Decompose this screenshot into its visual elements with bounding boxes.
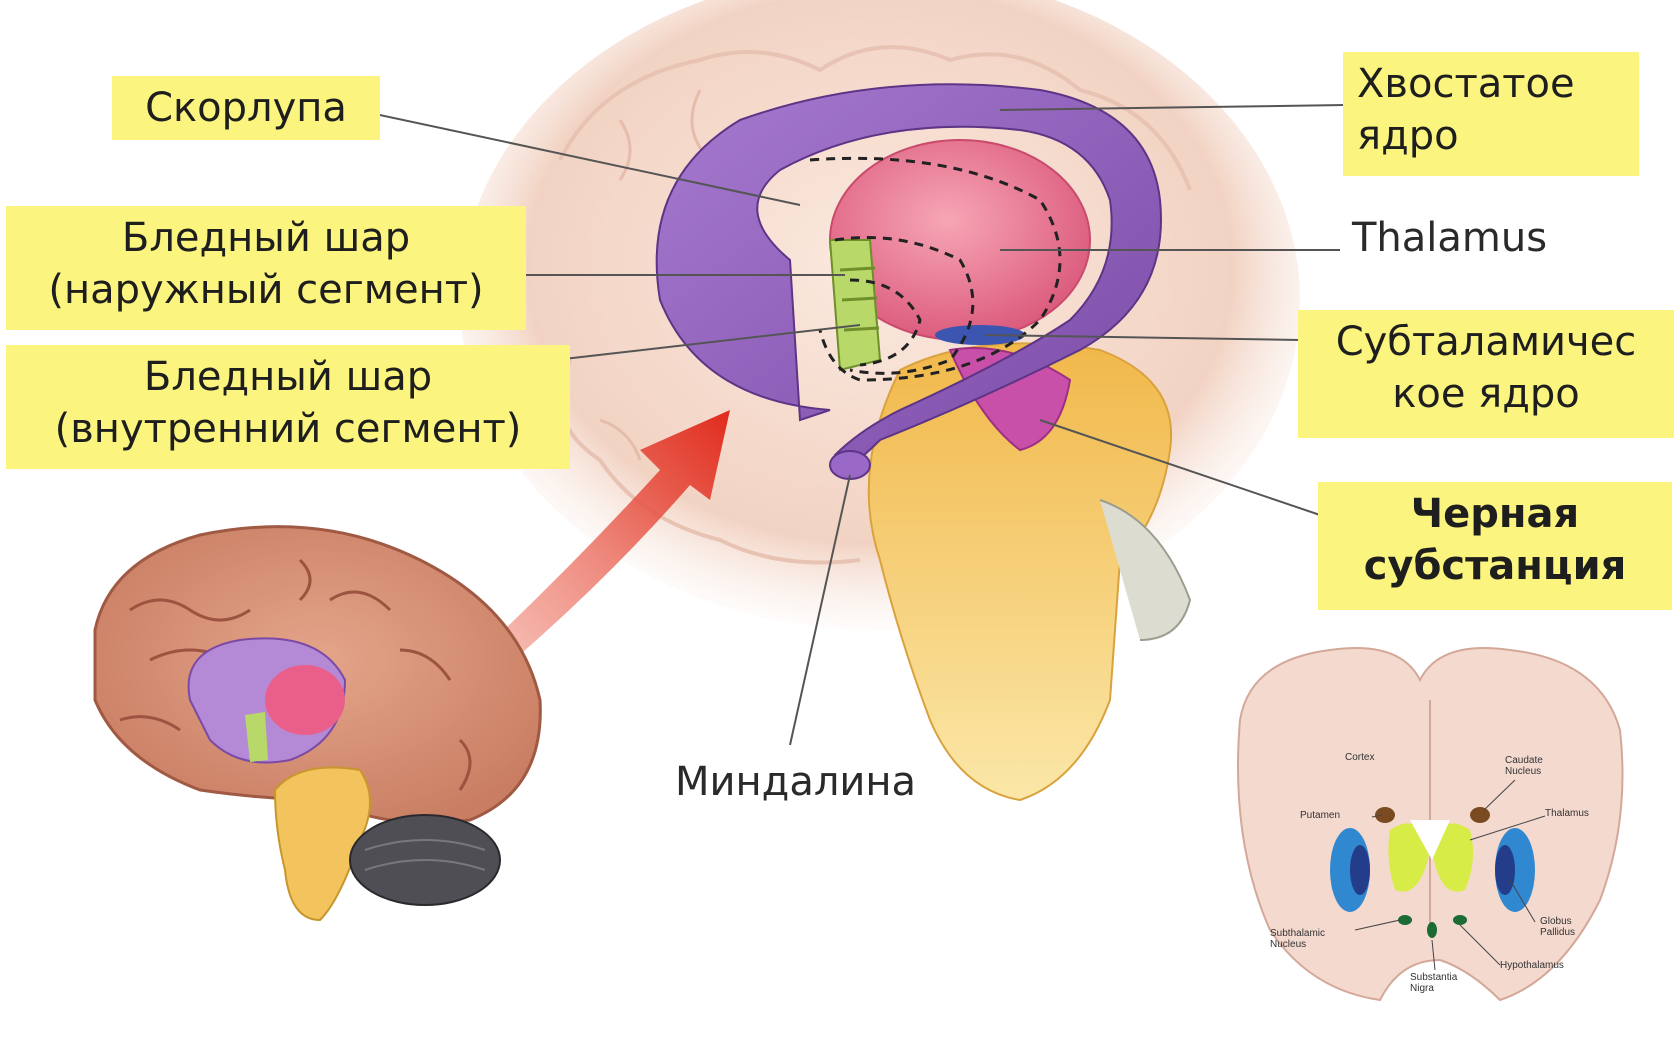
inset-label-cortex: Cortex: [1345, 752, 1374, 763]
inset-substantia-line2: Nigra: [1410, 983, 1457, 994]
label-stn-line1: Субталамичес: [1312, 316, 1660, 368]
label-subthalamic-nucleus: Субталамичес кое ядро: [1298, 310, 1674, 438]
inset-subthalamic-line1: Subthalamic: [1270, 928, 1325, 939]
inset-label-subthalamic: Subthalamic Nucleus: [1270, 928, 1325, 950]
label-stn-line2: кое ядро: [1312, 368, 1660, 420]
inset-globus-line2: Pallidus: [1540, 927, 1575, 938]
label-caudate-nucleus: Хвостатое ядро: [1343, 52, 1639, 176]
label-gpe-line1: Бледный шар: [20, 212, 512, 264]
inset-label-globus: Globus Pallidus: [1540, 916, 1575, 938]
inset-label-putamen: Putamen: [1300, 810, 1340, 821]
inset-label-substantia: Substantia Nigra: [1410, 972, 1457, 994]
label-caudate-line2: ядро: [1357, 110, 1625, 162]
inset-caudate-line2: Nucleus: [1505, 766, 1543, 777]
label-amygdala: Миндалина: [675, 756, 916, 808]
label-caudate-line1: Хвостатое: [1357, 58, 1625, 110]
label-substantia-nigra: Черная субстанция: [1318, 482, 1672, 610]
inset-subthalamic-line2: Nucleus: [1270, 939, 1325, 950]
label-sn-line1: Черная: [1332, 488, 1658, 540]
label-thalamus: Thalamus: [1352, 212, 1547, 264]
inset-label-hypothalamus: Hypothalamus: [1500, 960, 1564, 971]
label-globus-pallidus-internal: Бледный шар (внутренний сегмент): [6, 345, 570, 469]
label-sn-line2: субстанция: [1332, 540, 1658, 592]
inset-caudate-line1: Caudate: [1505, 755, 1543, 766]
label-gpe-line2: (наружный сегмент): [20, 264, 512, 316]
inset-label-thalamus: Thalamus: [1545, 808, 1589, 819]
amygdala-shape: [830, 451, 870, 479]
inset-substantia-line1: Substantia: [1410, 972, 1457, 983]
label-globus-pallidus-external: Бледный шар (наружный сегмент): [6, 206, 526, 330]
small-brain: [95, 527, 540, 920]
inset-label-caudate: Caudate Nucleus: [1505, 755, 1543, 777]
label-gpi-line1: Бледный шар: [20, 351, 556, 403]
globus-pallidus-shape: [830, 240, 880, 370]
label-gpi-line2: (внутренний сегмент): [20, 403, 556, 455]
inset-globus-line1: Globus: [1540, 916, 1575, 927]
label-putamen: Скорлупа: [112, 76, 380, 140]
